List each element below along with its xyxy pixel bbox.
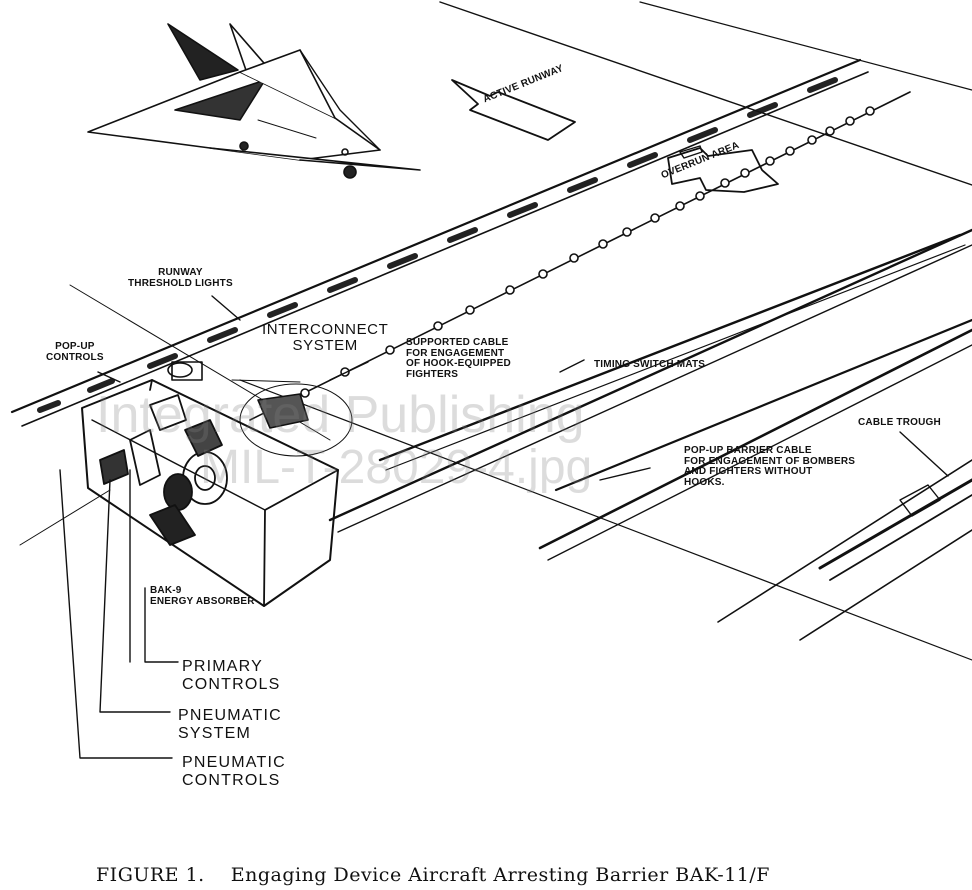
control-housing — [81, 361, 339, 607]
pneumatic-controls-label: PNEUMATIC CONTROLS — [182, 754, 286, 789]
runway-threshold-lights-strip — [10, 58, 869, 427]
active-runway-arrow — [451, 79, 576, 141]
runway-right-edges — [328, 228, 972, 641]
pop-up-controls-label: POP-UP CONTROLS — [46, 341, 104, 363]
runway-far-edge — [439, 1, 972, 186]
leader-lines — [59, 295, 949, 759]
aircraft-illustration — [87, 23, 421, 179]
watermark-line2: MIL-T-28029-4.jpg — [200, 441, 593, 494]
pop-up-barrier-cable-label: POP-UP BARRIER CABLE FOR ENGAGEMENT OF B… — [684, 445, 856, 488]
figure-title: Engaging Device Aircraft Arresting Barri… — [230, 864, 770, 886]
interconnect-system-label: INTERCONNECT SYSTEM — [262, 321, 389, 354]
supported-cable-label: SUPPORTED CABLE FOR ENGAGEMENT OF HOOK-E… — [406, 337, 511, 380]
cable-trough-label: CABLE TROUGH — [858, 417, 941, 428]
primary-controls-label: PRIMARY CONTROLS — [182, 658, 281, 693]
timing-switch-mats-label: TIMING SWITCH MATS — [594, 359, 706, 370]
timing-switch-mats — [378, 233, 972, 492]
pop-up-barrier-cable — [239, 379, 972, 661]
pneumatic-system-label: PNEUMATIC SYSTEM — [178, 707, 282, 742]
bak9-energy-absorber-label: BAK-9 ENERGY ABSORBER — [150, 585, 255, 607]
overrun-area-arrow — [667, 145, 779, 193]
interconnect-hub — [231, 379, 353, 457]
runway-threshold-lights-label: RUNWAY THRESHOLD LIGHTS — [128, 267, 233, 289]
supported-cable — [249, 91, 911, 421]
watermark-line1: Integrated Publishing — [96, 386, 585, 444]
cable-trough — [818, 478, 972, 581]
figure-caption: FIGURE 1. Engaging Device Aircraft Arrest… — [96, 864, 770, 886]
bak9-energy-absorber — [99, 394, 228, 546]
figure-number: FIGURE 1. — [96, 864, 205, 886]
